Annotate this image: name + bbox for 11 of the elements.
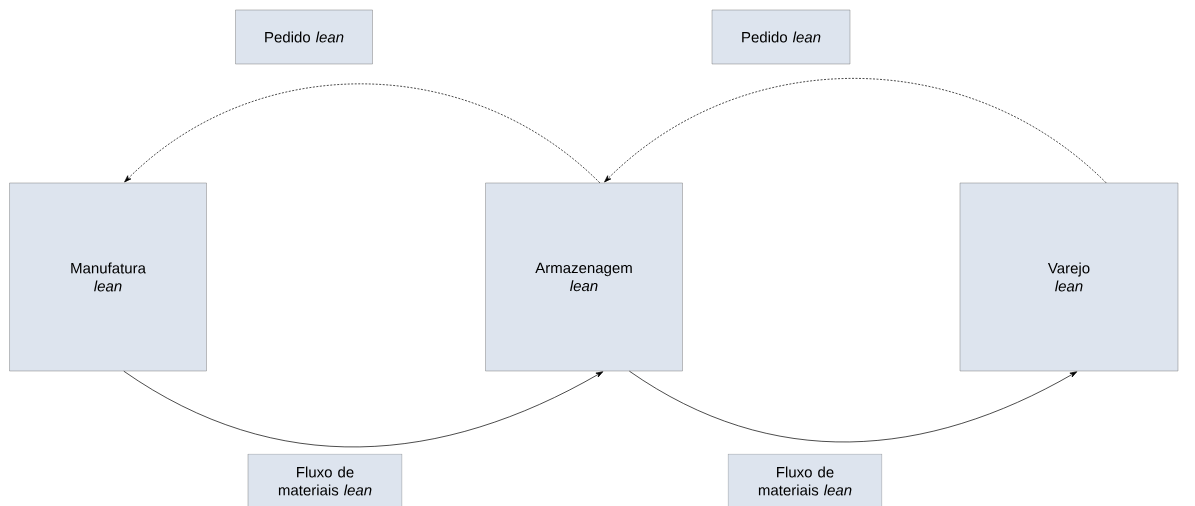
label-box: Pedido lean [711, 9, 851, 65]
arrow [123, 370, 604, 448]
process-box: Manufatura lean [9, 182, 207, 372]
arrow [629, 370, 1078, 443]
arrow [124, 83, 601, 184]
process-box: Armazenagem lean [485, 182, 683, 372]
process-box: Varejo lean [959, 182, 1179, 372]
label-box: Fluxo de materiais lean [727, 453, 883, 506]
label-box: Fluxo de materiais lean [247, 453, 403, 506]
arrow [604, 78, 1107, 184]
label-box: Pedido lean [235, 9, 373, 65]
